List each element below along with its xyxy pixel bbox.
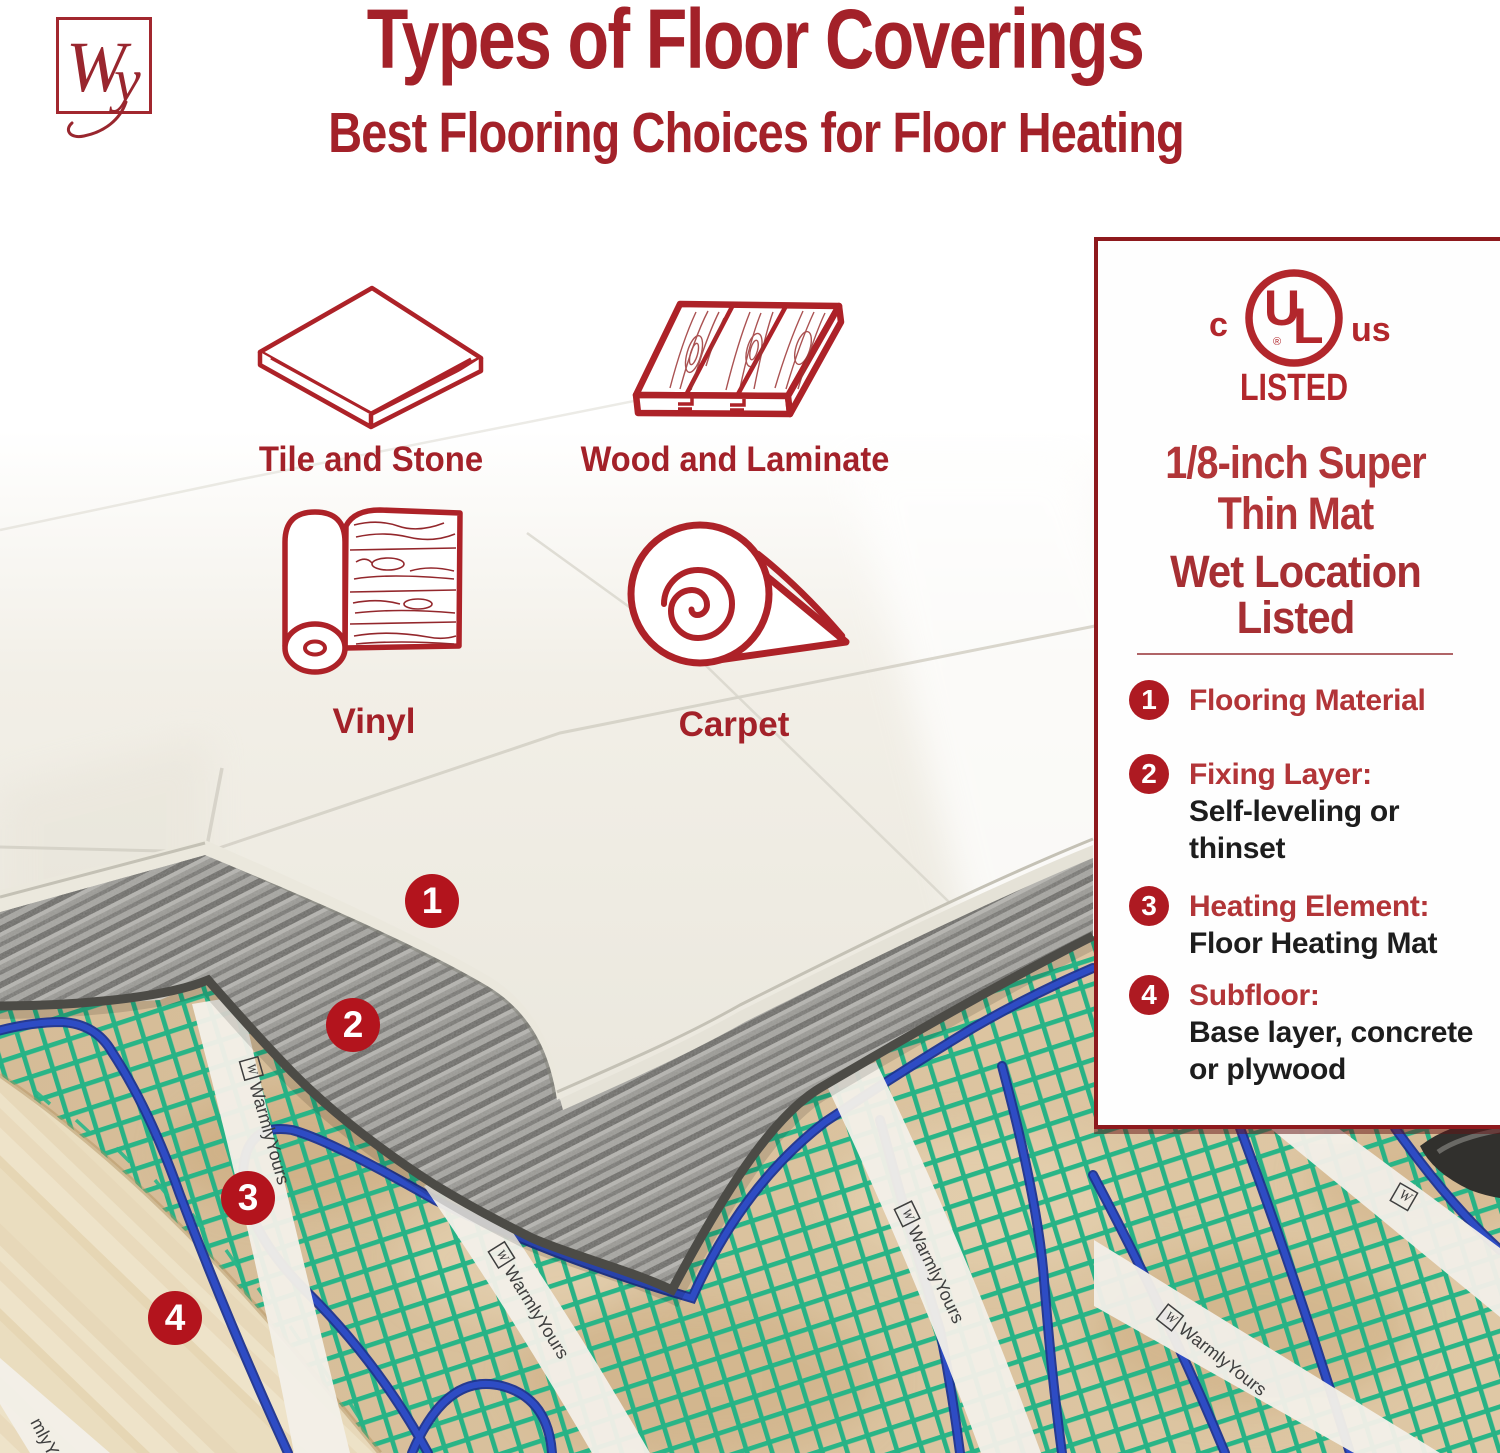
svg-text:L: L [1293,298,1324,354]
svg-text:®: ® [1273,336,1281,348]
svg-text:us: us [1351,311,1391,349]
svg-text:U: U [1264,280,1300,336]
svg-text:c: c [1209,306,1228,344]
svg-text:LISTED: LISTED [1240,367,1348,409]
